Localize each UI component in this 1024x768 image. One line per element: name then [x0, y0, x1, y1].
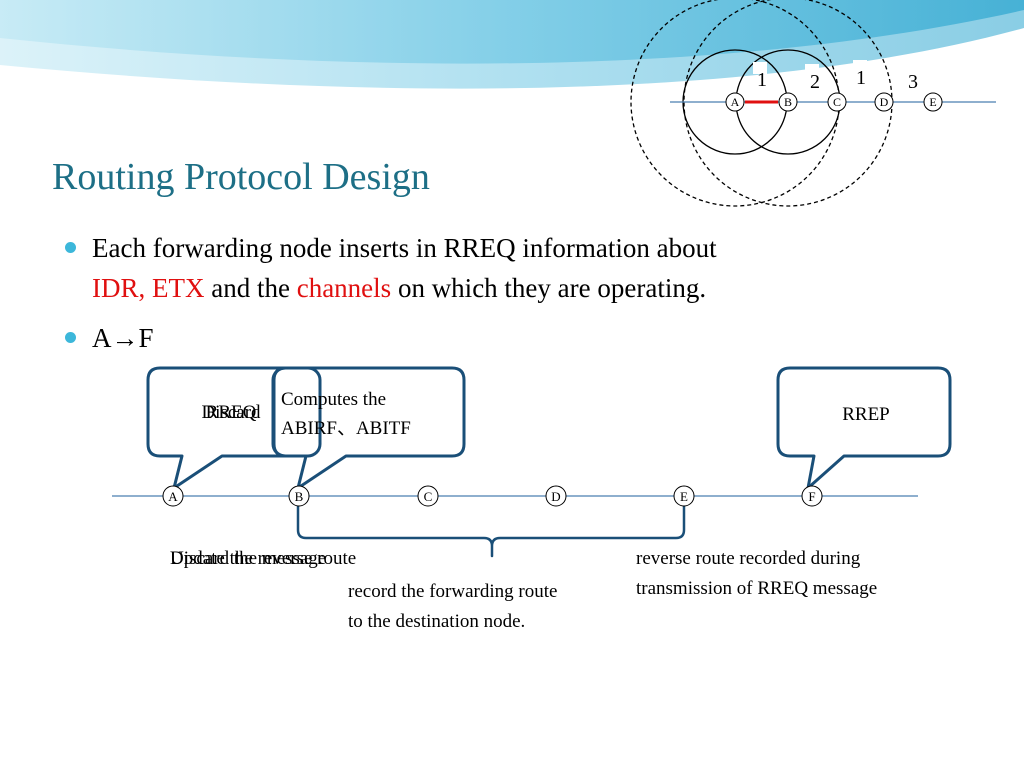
node-c [417, 485, 439, 507]
callout-overlap-edge [271, 366, 322, 458]
top-node-c [827, 92, 847, 112]
left-note-text: Discard the message [170, 548, 326, 569]
bullet-text: on which they are operating. [397, 273, 707, 303]
node-b [288, 485, 310, 507]
top-node-label: C [833, 95, 841, 109]
callout-left-text: RREQ [206, 402, 257, 423]
bullet-text: and the [211, 273, 290, 303]
channel-range-diagram: A B C D E 1 2 1 3 [630, 0, 996, 207]
middle-note-text: record the forwarding route [348, 581, 557, 602]
bullet-list: Each forwarding node inserts in RREQ inf… [62, 228, 982, 358]
node-label: D [551, 489, 560, 504]
channel-label: 1 [856, 67, 866, 89]
top-nodes [725, 92, 943, 112]
top-node-d [874, 92, 894, 112]
bullet-text: A→F [92, 323, 154, 353]
node-label: C [424, 489, 433, 504]
callout-right-text: RREP [842, 404, 890, 425]
top-node-label: B [784, 95, 792, 109]
top-node-e [923, 92, 943, 112]
highlight-channels: channels [296, 273, 392, 303]
highlight-idr-etx: IDR, ETX [92, 273, 205, 303]
channel-label: 2 [810, 71, 820, 93]
node-a [162, 485, 184, 507]
top-channel-markers [753, 60, 919, 76]
node-f [801, 485, 823, 507]
left-note-text: Update the reverse route [170, 548, 356, 569]
header-swoosh-decoration [0, 0, 1024, 96]
node-e [673, 485, 695, 507]
callout-middle-text: ABIRF、ABITF [281, 418, 411, 439]
bullet-dot-icon [65, 242, 76, 253]
top-node-label: D [880, 95, 889, 109]
right-note-text: reverse route recorded during [636, 548, 861, 569]
middle-note-text: to the destination node. [348, 611, 525, 632]
node-label: F [808, 489, 815, 504]
node-label: A [168, 489, 178, 504]
bullet-text: Each forwarding node inserts in RREQ inf… [92, 233, 717, 263]
top-node-label: A [731, 95, 740, 109]
callout-middle-text: Computes the [281, 389, 386, 410]
route-diagram: RREQ Discard RREP Computes the ABIRF、ABI… [112, 366, 952, 632]
callout-left-text: Discard [201, 402, 261, 423]
bullet-item-rreq-info: Each forwarding node inserts in RREQ inf… [62, 228, 982, 308]
right-note-text: transmission of RREQ message [636, 578, 877, 599]
node-label: E [680, 489, 688, 504]
top-node-label: E [929, 95, 936, 109]
top-node-a [725, 92, 745, 112]
top-node-b [778, 92, 798, 112]
slide-title: Routing Protocol Design [52, 156, 430, 198]
bullet-dot-icon [65, 332, 76, 343]
callout-right [776, 366, 952, 490]
main-nodes [162, 485, 823, 507]
channel-label: 1 [757, 69, 767, 91]
node-label: B [295, 489, 304, 504]
bullet-item-route: A→F [62, 318, 982, 358]
node-d [545, 485, 567, 507]
range-brace [296, 506, 686, 558]
channel-label: 3 [908, 71, 918, 93]
